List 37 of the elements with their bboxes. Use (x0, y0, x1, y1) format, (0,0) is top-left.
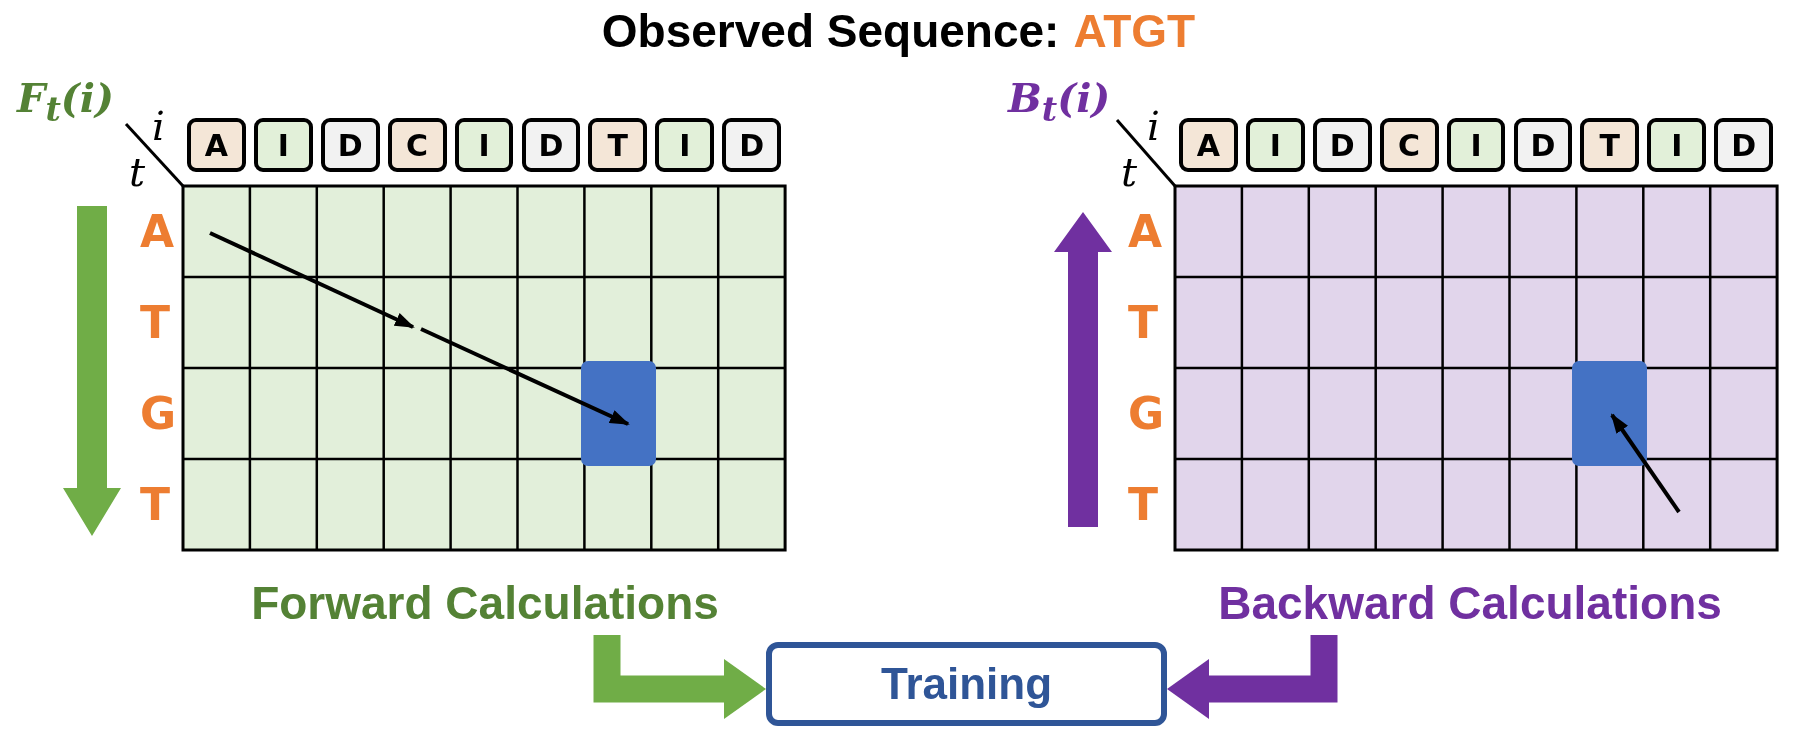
process-box: Training (766, 642, 1167, 726)
section-title: Backward Calculations (1150, 575, 1790, 631)
function-label: F$_{t}$(i) (17, 78, 114, 127)
row-label: A (1128, 210, 1163, 254)
row-label: G (140, 392, 177, 436)
section-title: Forward Calculations (170, 575, 800, 631)
column-label: D (1714, 118, 1774, 172)
column-label: D (1513, 118, 1573, 172)
column-label: D (1312, 118, 1372, 172)
column-label: I (655, 118, 715, 172)
axis-label: i (1147, 106, 1160, 146)
column-label: T (1580, 118, 1640, 172)
column-label: D (722, 118, 782, 172)
row-label: A (140, 210, 175, 254)
column-label: I (1245, 118, 1305, 172)
axis-label: t (1121, 152, 1138, 192)
row-label: T (1128, 483, 1158, 527)
column-label: I (1446, 118, 1506, 172)
column-label: D (320, 118, 380, 172)
column-label: C (387, 118, 447, 172)
column-label: I (454, 118, 514, 172)
axis-label: i (152, 106, 165, 146)
sequence-label: ATGT (1073, 4, 1196, 58)
column-label: C (1379, 118, 1439, 172)
column-label: D (521, 118, 581, 172)
row-label: T (140, 301, 170, 345)
title: Observed Sequence: (601, 4, 1060, 58)
row-label: T (140, 483, 170, 527)
column-label: I (1647, 118, 1707, 172)
column-label: I (253, 118, 313, 172)
column-label: T (588, 118, 648, 172)
function-label: B$_{t}$(i) (1008, 78, 1111, 127)
axis-label: t (129, 152, 146, 192)
column-label: A (1179, 118, 1238, 172)
row-label: G (1128, 392, 1165, 436)
column-label: A (187, 118, 246, 172)
row-label: T (1128, 301, 1158, 345)
